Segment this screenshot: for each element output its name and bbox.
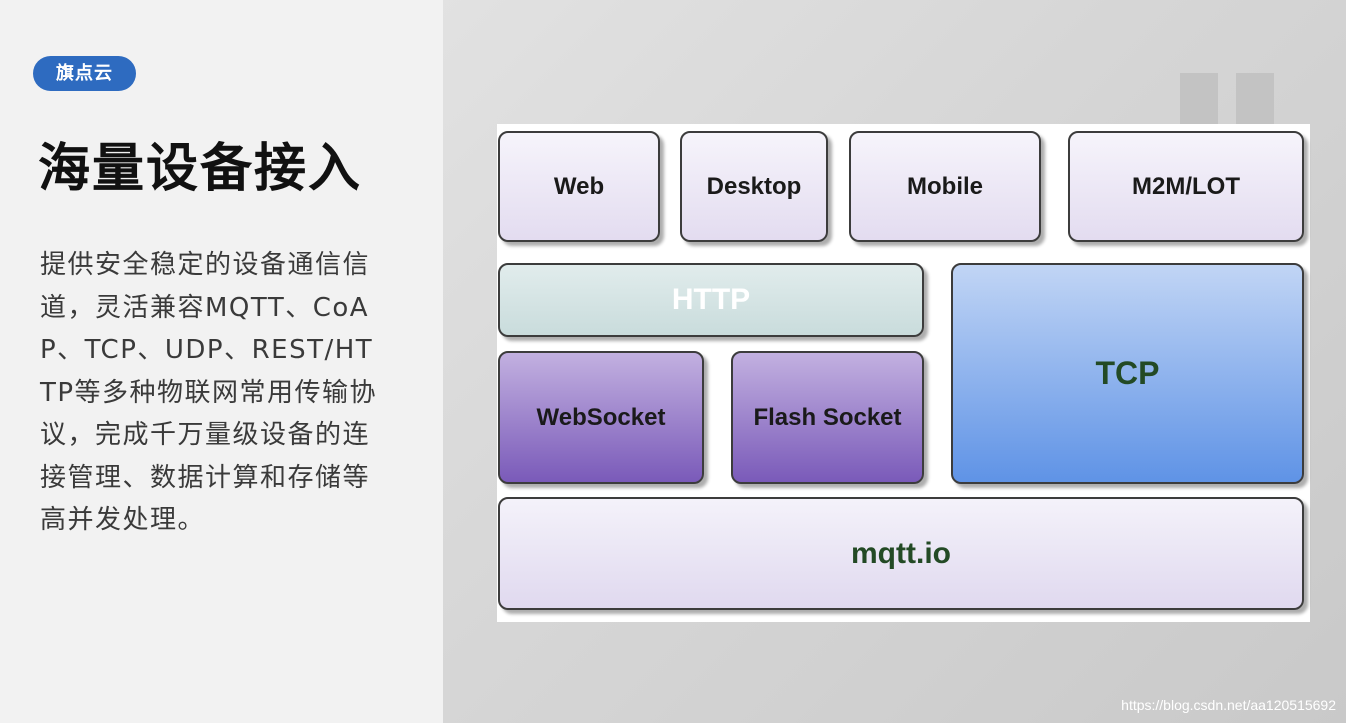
brand-badge: 旗点云 (33, 56, 136, 91)
page-title: 海量设备接入 (38, 139, 363, 199)
protocol-stack-diagram: Web Desktop Mobile M2M/LOT HTTP WebSocke… (497, 124, 1310, 622)
quote-mark-icon (1180, 73, 1276, 125)
flash-socket-block: Flash Socket (731, 351, 924, 484)
http-block: HTTP (498, 263, 924, 337)
client-desktop-block: Desktop (680, 131, 828, 242)
description-text: 提供安全稳定的设备通信信道，灵活兼容MQTT、CoAP、TCP、UDP、REST… (40, 250, 378, 535)
client-mobile-block: Mobile (849, 131, 1041, 242)
client-web-block: Web (498, 131, 660, 242)
client-m2m-block: M2M/LOT (1068, 131, 1304, 242)
left-panel: 旗点云 海量设备接入 提供安全稳定的设备通信信道，灵活兼容MQTT、CoAP、T… (0, 0, 443, 723)
websocket-block: WebSocket (498, 351, 704, 484)
mqtt-io-block: mqtt.io (498, 497, 1304, 610)
watermark-text: https://blog.csdn.net/aa120515692 (1121, 697, 1336, 713)
tcp-block: TCP (951, 263, 1304, 484)
